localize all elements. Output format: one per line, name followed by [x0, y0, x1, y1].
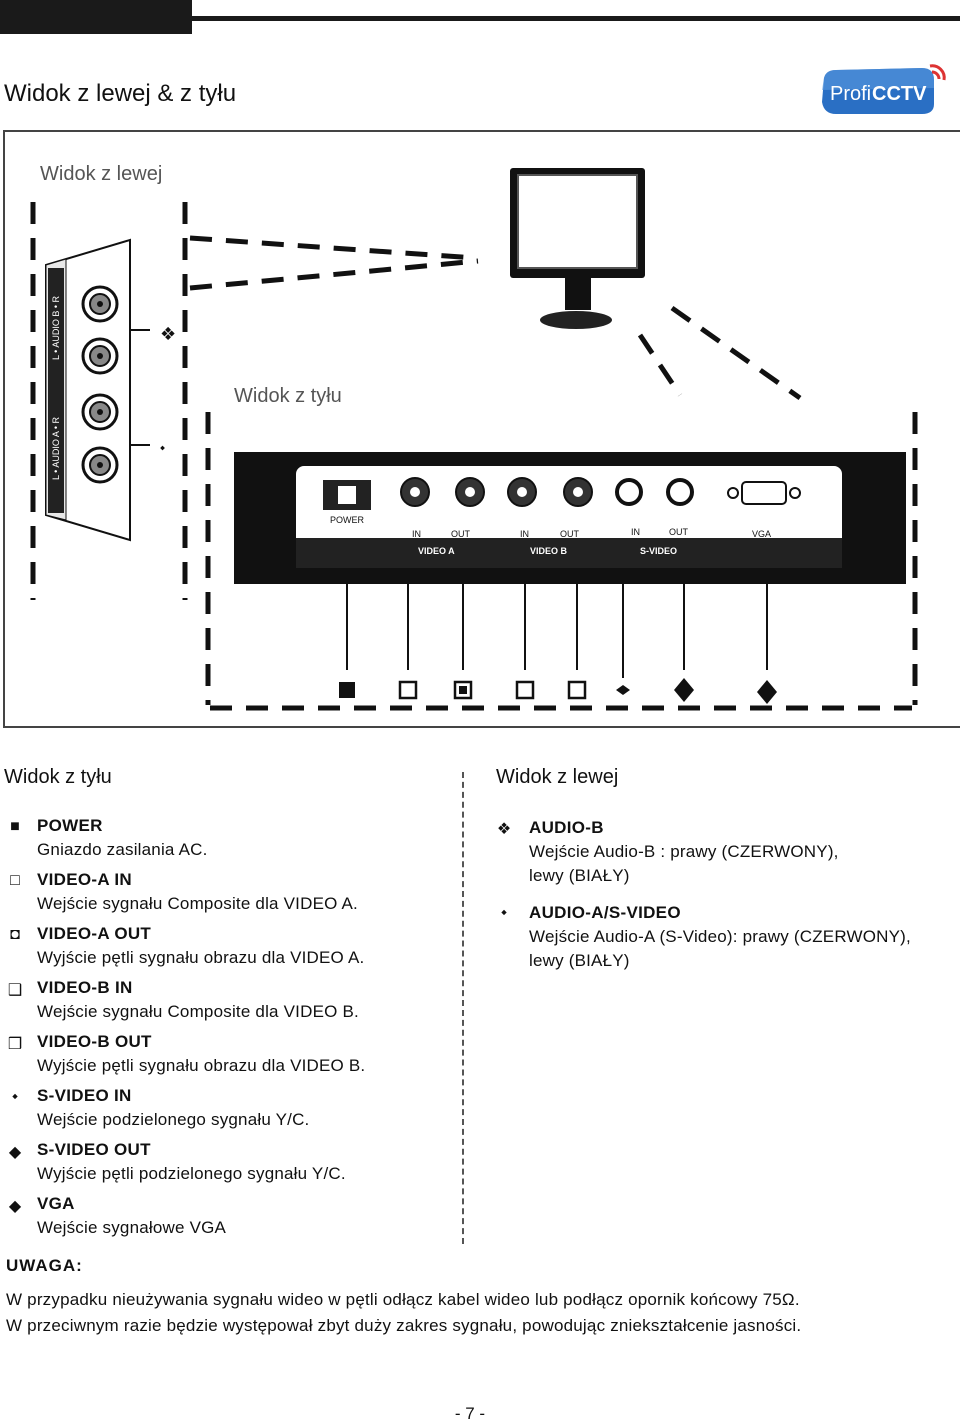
column-divider: [462, 772, 464, 1244]
left-section-heading: Widok z lewej: [496, 766, 619, 788]
connector-title: S-VIDEO IN: [37, 1086, 132, 1105]
connector-description: Wejście sygnałowe VGA: [37, 1218, 227, 1237]
page-number: - 7 -: [454, 1404, 486, 1423]
bullet-symbol-icon: ❒: [7, 1036, 23, 1053]
page-title: Widok z lewej & z tyłu: [4, 80, 237, 107]
connector-description: Wejście podzielonego sygnału Y/C.: [37, 1110, 310, 1129]
connector-description-line: lewy (BIAŁY): [529, 866, 630, 885]
rear-section-heading: Widok z tyłu: [4, 766, 112, 788]
note-line-2: W przeciwnym razie będzie występował zby…: [6, 1316, 802, 1335]
rear-video-b-label: VIDEO B: [530, 546, 568, 556]
side-panel: L • AUDIO A • R L • AUDIO B • R ❖ ⬩: [45, 238, 176, 542]
rear-panel: POWER IN OUT IN OUT IN OUT VGA VIDEO A V…: [234, 452, 906, 704]
connector-description: Wyjście pętli podzielonego sygnału Y/C.: [37, 1164, 346, 1183]
connector-description: Gniazdo zasilania AC.: [37, 840, 208, 859]
rear-vga-label: VGA: [752, 529, 771, 539]
svg-text:❖: ❖: [160, 324, 176, 345]
connector-title: VGA: [37, 1194, 75, 1213]
connector-title: VIDEO-A OUT: [37, 924, 152, 943]
rear-out-label-b: OUT: [560, 529, 580, 539]
left-view-label: Widok z lewej: [40, 163, 163, 185]
header-bar-block: [0, 0, 192, 34]
connector-title: AUDIO-A/S-VIDEO: [529, 903, 681, 922]
connector-description-line: lewy (BIAŁY): [529, 951, 630, 970]
connector-description-line: Wejście Audio-B : prawy (CZERWONY),: [529, 842, 839, 861]
rear-svideo-label: S-VIDEO: [640, 546, 677, 556]
connector-title: AUDIO-B: [529, 818, 604, 837]
connector-title: VIDEO-B OUT: [37, 1032, 152, 1051]
connector-description-line: Wejście Audio-A (S-Video): prawy (CZERWO…: [529, 927, 911, 946]
note-label: UWAGA:: [6, 1256, 83, 1275]
connector-title: POWER: [37, 816, 103, 835]
note-line-1: W przypadku nieużywania sygnału wideo w …: [6, 1290, 800, 1309]
logo-text-profi: Profi: [830, 83, 871, 105]
rear-video-a-label: VIDEO A: [418, 546, 455, 556]
bullet-symbol-icon: ◆: [8, 1198, 22, 1215]
connector-description: Wejście sygnału Composite dla VIDEO B.: [37, 1002, 359, 1021]
bullet-symbol-icon: ◘: [10, 926, 20, 943]
monitor-illustration: [510, 168, 645, 329]
bullet-symbol-icon: ⬩: [501, 904, 507, 921]
rear-out-label-a: OUT: [451, 529, 471, 539]
bullet-symbol-icon: ❑: [7, 982, 23, 999]
header-rule: [192, 16, 960, 21]
side-label-audio-a: L • AUDIO A • R: [51, 417, 61, 480]
connector-description: Wyjście pętli sygnału obrazu dla VIDEO A…: [37, 948, 365, 967]
svg-text:⬩: ⬩: [160, 440, 165, 456]
rear-in-label-b: IN: [520, 529, 529, 539]
rear-in-label-a: IN: [412, 529, 421, 539]
bullet-symbol-icon: ■: [10, 818, 20, 835]
connector-description: Wejście sygnału Composite dla VIDEO A.: [37, 894, 358, 913]
connector-description: Wyjście pętli sygnału obrazu dla VIDEO B…: [37, 1056, 366, 1075]
connector-title: VIDEO-B IN: [37, 978, 133, 997]
logo-text-cctv: CCTV: [872, 83, 927, 105]
rear-in-label-s: IN: [631, 527, 640, 537]
bullet-symbol-icon: ◆: [8, 1144, 22, 1161]
bullet-symbol-icon: ⬩: [12, 1088, 18, 1105]
bullet-symbol-icon: □: [10, 872, 20, 889]
connector-diagram: [3, 130, 960, 728]
connector-title: S-VIDEO OUT: [37, 1140, 151, 1159]
connector-title: VIDEO-A IN: [37, 870, 132, 889]
rear-view-label: Widok z tyłu: [234, 385, 342, 407]
side-label-audio-b: L • AUDIO B • R: [51, 296, 61, 360]
bullet-symbol-icon: ❖: [496, 821, 512, 838]
rear-out-label-s: OUT: [669, 527, 689, 537]
diagram-drawing: L • AUDIO A • R L • AUDIO B • R ❖ ⬩ POWE…: [30, 168, 918, 711]
rear-power-label: POWER: [330, 515, 365, 525]
proficctv-logo: Profi CCTV: [818, 62, 948, 125]
